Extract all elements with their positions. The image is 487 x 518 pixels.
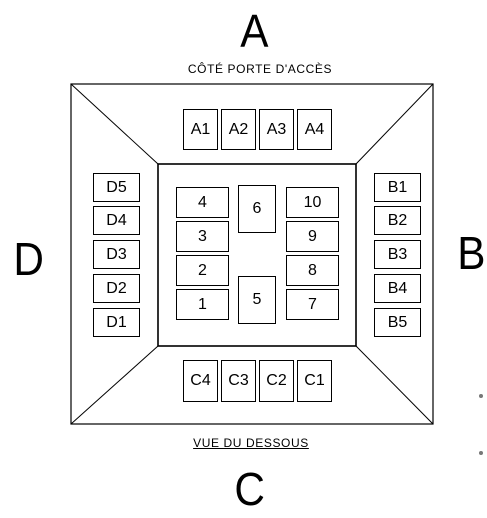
slot-a1: A1 (183, 109, 218, 150)
slot-1: 1 (176, 289, 229, 320)
slot-b4: B4 (374, 274, 421, 303)
diagonal-bottom-left (70, 345, 159, 425)
slot-c2: C2 (259, 360, 294, 402)
slot-b3: B3 (374, 240, 421, 269)
slot-a2: A2 (221, 109, 256, 150)
outer-square (70, 83, 434, 425)
slot-c4: C4 (183, 360, 218, 402)
diagonal-top-left (70, 83, 159, 165)
slot-4: 4 (176, 187, 229, 218)
bottom-caption: VUE DU DESSOUS (193, 436, 309, 450)
inner-square (157, 163, 357, 347)
slot-5: 5 (238, 276, 276, 324)
slot-b2: B2 (374, 206, 421, 235)
slot-d3: D3 (93, 240, 140, 269)
side-label-b: B (457, 227, 486, 279)
bullet-dot (479, 394, 483, 398)
side-label-a: A (240, 5, 269, 57)
slot-10: 10 (286, 187, 339, 218)
slot-2: 2 (176, 255, 229, 286)
diagonal-top-right (355, 83, 434, 165)
slot-8: 8 (286, 255, 339, 286)
top-caption: CÔTÉ PORTE D'ACCÈS (187, 62, 333, 76)
slot-c1: C1 (297, 360, 332, 402)
slot-c3: C3 (221, 360, 256, 402)
diagonal-bottom-right (355, 345, 434, 425)
slot-d4: D4 (93, 206, 140, 235)
slot-d1: D1 (93, 308, 140, 337)
slot-d2: D2 (93, 274, 140, 303)
slot-a4: A4 (297, 109, 332, 150)
slot-b5: B5 (374, 308, 421, 337)
slot-a3: A3 (259, 109, 294, 150)
slot-3: 3 (176, 221, 229, 252)
side-label-c: C (234, 463, 265, 515)
slot-9: 9 (286, 221, 339, 252)
side-label-d: D (13, 233, 44, 285)
slot-d5: D5 (93, 173, 140, 202)
bullet-dot (479, 451, 483, 455)
slot-7: 7 (286, 289, 339, 320)
slot-6: 6 (238, 185, 276, 233)
slot-b1: B1 (374, 173, 421, 202)
